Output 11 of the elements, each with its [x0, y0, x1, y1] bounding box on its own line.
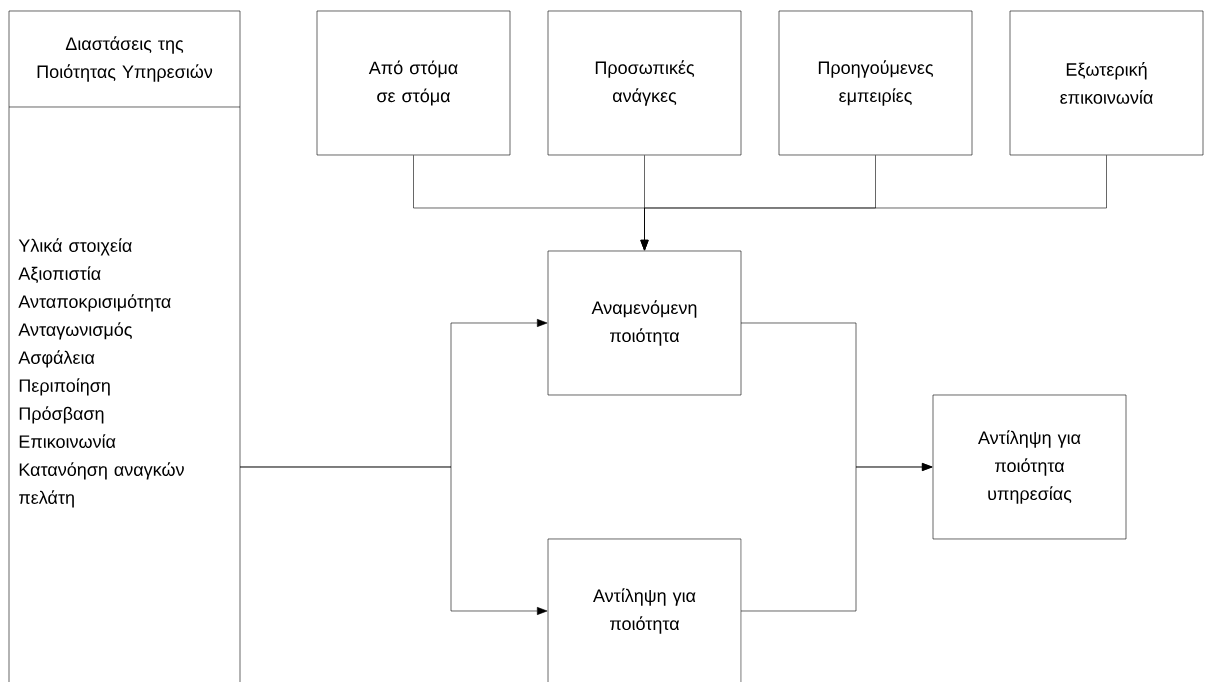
result-box: Αντίληψη για ποιότητα υπηρεσίας	[932, 394, 1127, 540]
source-box: Προσωπικές ανάγκες	[547, 10, 742, 156]
source-box: Προηγούμενες εμπειρίες	[778, 10, 973, 156]
process-box: Αντίληψη για ποιότητα	[547, 538, 742, 682]
source-box: Εξωτερική επικοινωνία	[1009, 10, 1204, 156]
arrow	[640, 155, 1107, 251]
source-box: Από στόμα σε στόμα	[316, 10, 511, 156]
arrow	[239, 466, 548, 615]
dimensions-box: Διαστάσεις της Ποιότητας Υπηρεσιών Υλικά στοιχεία Αξιοπιστία Ανταποκρισιμότητα Ανταγωνισμός Ασφάλεια Περιποίηση Πρόσβαση Επικοινωνία Κατανόηση αναγκών πελάτη	[8, 10, 241, 682]
arrow	[740, 463, 933, 612]
process-box: Αναμενόμενη ποιότητα	[547, 250, 742, 396]
